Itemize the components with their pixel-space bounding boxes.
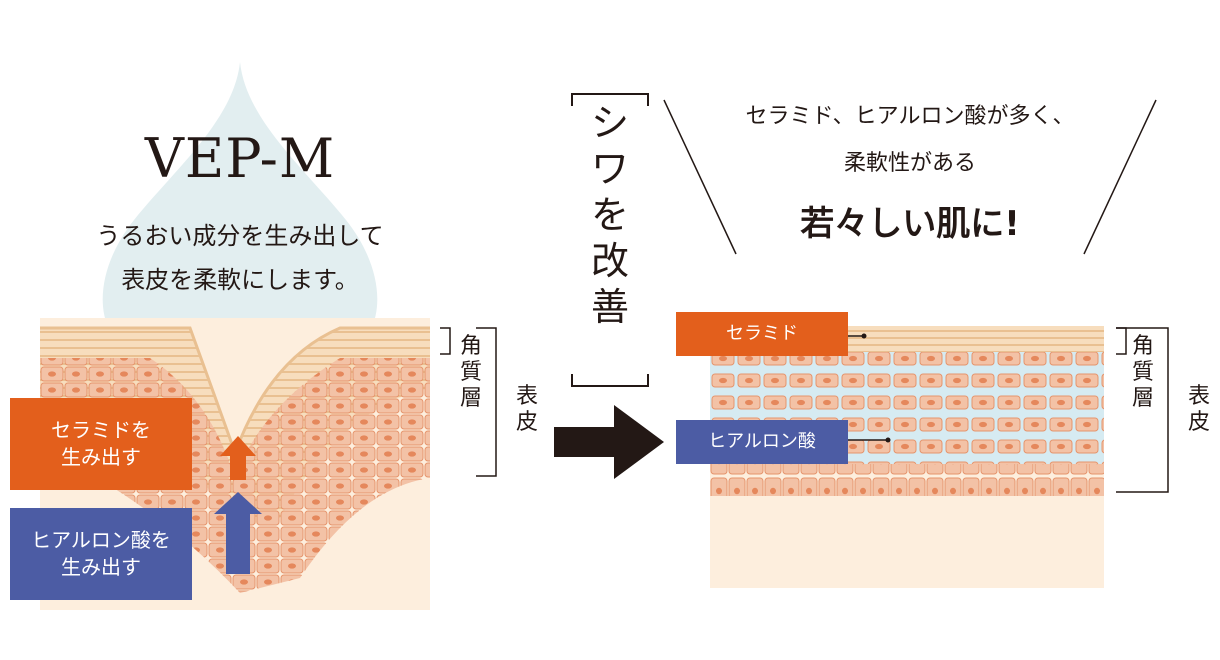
stratum-corneum-label-right: 角質層 [1131, 334, 1154, 411]
arrow-right-icon [554, 405, 664, 479]
hyaluronic-produce-label: ヒアルロン酸を生み出す [10, 508, 192, 600]
center-vertical-text: シワを改善 [590, 101, 629, 329]
right-layer-brackets [1116, 327, 1169, 493]
headline-flare-lines [663, 99, 1157, 255]
ceramide-label: セラミド [676, 312, 848, 356]
right-heading-line-3: 若々しい肌に! [800, 204, 1020, 244]
center-bracket [571, 93, 649, 387]
brand-title: VEP-M [144, 127, 336, 190]
arrow-up-icon [220, 436, 256, 480]
right-heading-line-1: セラミド、ヒアルロン酸が多く、 [745, 104, 1075, 129]
arrow-up-icon [214, 492, 262, 574]
epidermis-label-left: 表皮 [515, 384, 538, 435]
left-description-line-1: うるおい成分を生み出して [96, 222, 384, 250]
label-pointers [848, 333, 891, 443]
epidermis-label-right: 表皮 [1187, 384, 1210, 435]
left-skin-diagram [40, 318, 430, 610]
left-description-line-2: 表皮を柔軟にします。 [121, 266, 359, 294]
right-skin-diagram [710, 326, 1104, 588]
water-drop-icon [102, 62, 378, 370]
hyaluronic-label: ヒアルロン酸 [676, 420, 848, 464]
ceramide-produce-label: セラミドを生み出す [10, 398, 192, 490]
stratum-corneum-label-left: 角質層 [459, 334, 482, 411]
right-heading-line-2: 柔軟性がある [843, 151, 976, 176]
left-layer-brackets [440, 327, 497, 477]
